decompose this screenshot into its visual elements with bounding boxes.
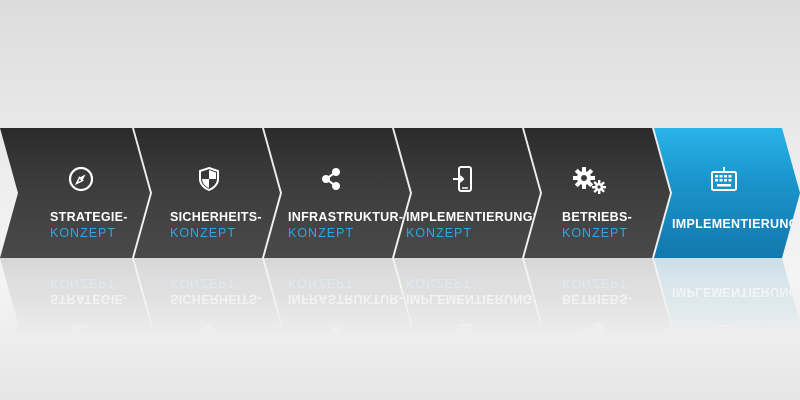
step-label-line1: SICHERHEITS- — [170, 292, 262, 306]
step-label-line1: STRATEGIE- — [50, 292, 128, 306]
step-label-line2: KONZEPT — [50, 226, 117, 240]
step-label-line1: BETRIEBS- — [562, 210, 633, 224]
compass-icon — [66, 322, 96, 352]
step-label-line2: KONZEPT — [406, 276, 473, 290]
step-label-line2: KONZEPT — [170, 226, 237, 240]
process-flow: STRATEGIE- KONZEPT SICHERHEITS- KONZEPT … — [0, 128, 800, 258]
step-implementierungskonzept: IMPLEMENTIERUNGS- KONZEPT — [394, 258, 540, 388]
step-label-line1: INFRASTRUKTUR- — [288, 292, 404, 306]
step-label-line1: BETRIEBS- — [562, 292, 633, 306]
reflection: STRATEGIE- KONZEPT SICHERHEITS- KONZEPT … — [0, 258, 800, 388]
step-label-line1: IMPLEMENTIERUNG — [672, 285, 799, 299]
step-label-line1: INFRASTRUKTUR- — [288, 210, 404, 224]
step-label-line1: SICHERHEITS- — [170, 210, 262, 224]
share-icon — [316, 322, 346, 352]
shield-icon — [194, 164, 224, 194]
step-infrastrukturkonzept: INFRASTRUKTUR- KONZEPT — [264, 258, 410, 388]
step-label-line1: IMPLEMENTIERUNG — [672, 217, 799, 231]
step-implementierungskonzept: IMPLEMENTIERUNGS- KONZEPT — [394, 128, 540, 258]
shield-icon — [194, 322, 224, 352]
step-strategiekonzept: STRATEGIE- KONZEPT — [0, 128, 150, 258]
step-implementierung: IMPLEMENTIERUNG — [654, 128, 800, 258]
step-label-line2: KONZEPT — [562, 276, 629, 290]
keyboard-icon — [709, 322, 739, 352]
process-flow: STRATEGIE- KONZEPT SICHERHEITS- KONZEPT … — [0, 258, 800, 388]
step-label-line2: KONZEPT — [288, 276, 355, 290]
step-label-line2: KONZEPT — [562, 226, 629, 240]
step-betriebskonzept: BETRIEBS- KONZEPT — [524, 258, 670, 388]
step-label-line2: KONZEPT — [50, 276, 117, 290]
step-label-line2: KONZEPT — [288, 226, 355, 240]
step-sicherheitskonzept: SICHERHEITS- KONZEPT — [134, 258, 280, 388]
step-label-line1: IMPLEMENTIERUNGS- — [406, 292, 546, 306]
step-infrastrukturkonzept: INFRASTRUKTUR- KONZEPT — [264, 128, 410, 258]
step-label-line2: KONZEPT — [406, 226, 473, 240]
step-sicherheitskonzept: SICHERHEITS- KONZEPT — [134, 128, 280, 258]
gears-icon — [570, 164, 610, 194]
mobile-login-icon — [448, 322, 478, 352]
step-label-line2: KONZEPT — [170, 276, 237, 290]
step-label-line1: IMPLEMENTIERUNGS- — [406, 210, 546, 224]
mobile-login-icon — [448, 164, 478, 194]
compass-icon — [66, 164, 96, 194]
step-strategiekonzept: STRATEGIE- KONZEPT — [0, 258, 150, 388]
step-label-line1: STRATEGIE- — [50, 210, 128, 224]
keyboard-icon — [709, 164, 739, 194]
step-betriebskonzept: BETRIEBS- KONZEPT — [524, 128, 670, 258]
share-icon — [316, 164, 346, 194]
step-implementierung: IMPLEMENTIERUNG — [654, 258, 800, 388]
gears-icon — [570, 322, 610, 352]
